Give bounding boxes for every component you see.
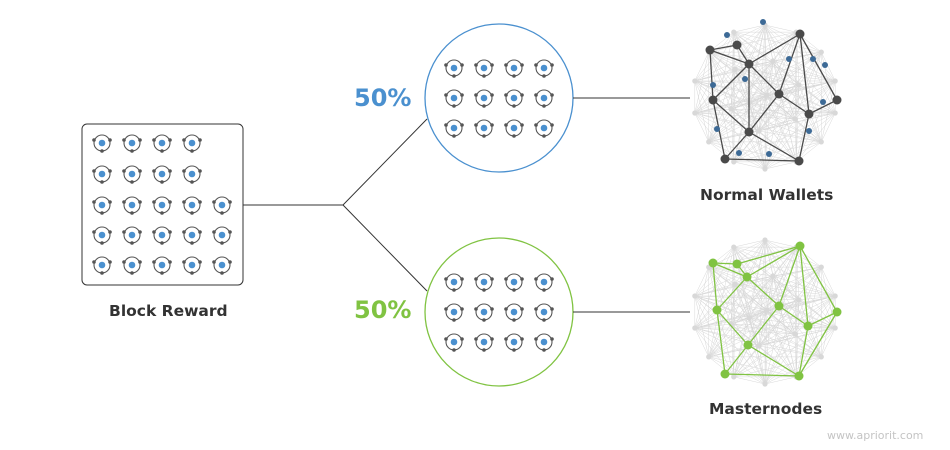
coin-icon xyxy=(444,89,464,108)
top-share-coins xyxy=(444,59,554,138)
coin-icon xyxy=(474,89,494,108)
coin-icon xyxy=(534,333,554,352)
coin-icon xyxy=(152,196,172,215)
coin-icon xyxy=(474,119,494,138)
coin-icon xyxy=(444,59,464,78)
coin-icon xyxy=(122,196,142,215)
coin-icon xyxy=(504,59,524,78)
coin-icon xyxy=(504,333,524,352)
block-reward-label: Block Reward xyxy=(109,302,228,320)
coin-icon xyxy=(92,196,112,215)
coin-icon xyxy=(182,196,202,215)
top-share-circle xyxy=(424,23,574,173)
bottom-share-coins xyxy=(444,273,554,352)
coin-icon xyxy=(92,165,112,184)
coin-icon xyxy=(152,256,172,275)
coin-icon xyxy=(534,59,554,78)
coin-icon xyxy=(212,196,232,215)
masternodes-network-icon xyxy=(692,237,842,387)
coin-icon xyxy=(212,256,232,275)
coin-icon xyxy=(444,119,464,138)
coin-icon xyxy=(122,256,142,275)
coin-icon xyxy=(122,226,142,245)
coin-icon xyxy=(534,273,554,292)
coin-icon xyxy=(182,256,202,275)
coin-icon xyxy=(534,89,554,108)
masternodes-label: Masternodes xyxy=(709,400,823,418)
coin-icon xyxy=(474,59,494,78)
coin-icon xyxy=(444,303,464,322)
normal-wallets-label: Normal Wallets xyxy=(700,186,834,204)
coin-icon xyxy=(504,119,524,138)
coin-icon xyxy=(534,303,554,322)
coin-icon xyxy=(504,273,524,292)
coin-icon xyxy=(474,273,494,292)
bottom-percent-label: 50% xyxy=(354,296,412,324)
top-percent-label: 50% xyxy=(354,84,412,112)
coin-icon xyxy=(182,134,202,153)
coin-icon xyxy=(92,226,112,245)
coin-icon xyxy=(92,256,112,275)
coin-icon xyxy=(212,226,232,245)
normal-wallets-network-icon xyxy=(692,19,842,172)
coin-icon xyxy=(504,303,524,322)
coin-icon xyxy=(474,303,494,322)
coin-icon xyxy=(444,273,464,292)
coin-icon xyxy=(152,134,172,153)
coin-icon xyxy=(444,333,464,352)
coin-icon xyxy=(152,165,172,184)
watermark: www.apriorit.com xyxy=(827,429,924,442)
coin-icon xyxy=(182,165,202,184)
coin-icon xyxy=(152,226,172,245)
coin-icon xyxy=(504,89,524,108)
bottom-share-circle xyxy=(424,237,574,387)
coin-icon xyxy=(474,333,494,352)
coin-icon xyxy=(534,119,554,138)
coin-icon xyxy=(92,134,112,153)
coin-icon xyxy=(122,134,142,153)
block-reward-coins xyxy=(92,134,232,275)
coin-icon xyxy=(122,165,142,184)
connector-lines xyxy=(243,118,428,292)
coin-icon xyxy=(182,226,202,245)
